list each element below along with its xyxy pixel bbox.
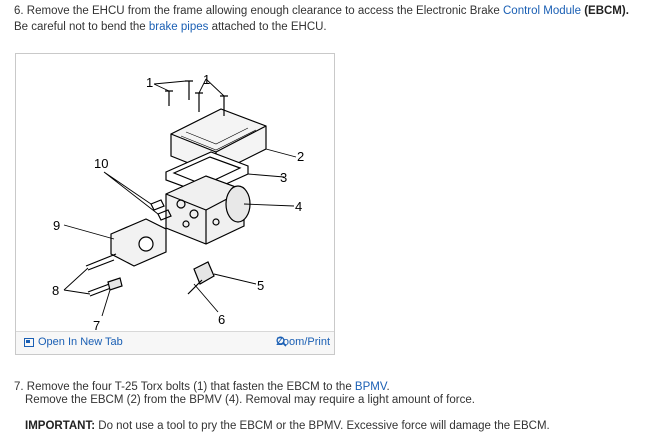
step-6-paragraph: 6. Remove the EHCU from the frame allowi… [14, 3, 644, 35]
callout-1b: 1 [203, 72, 210, 87]
step-7-text-a: 7. Remove the four T-25 Torx bolts (1) t… [14, 381, 355, 393]
step-7-text-b: . [386, 381, 390, 393]
callout-10: 10 [94, 156, 108, 171]
open-in-new-tab-link[interactable]: Open In New Tab [24, 336, 123, 348]
figure-toolbar: Open In New Tab Zoom/Print [16, 331, 334, 354]
callout-6: 6 [218, 312, 225, 327]
step-6-text-d: attached to the EHCU. [208, 21, 327, 33]
ebcm-bold: (EBCM). [584, 5, 629, 17]
callout-7: 7 [93, 318, 100, 333]
callout-9: 9 [53, 218, 60, 233]
callout-5: 5 [257, 278, 264, 293]
callout-3: 3 [280, 170, 287, 185]
new-tab-icon [24, 337, 34, 347]
important-label: IMPORTANT: [25, 420, 96, 432]
zoom-print-label: Zoom/Print [276, 336, 330, 348]
step-6-text-a: 6. Remove the EHCU from the frame allowi… [14, 5, 503, 17]
brake-pipes-link[interactable]: brake pipes [148, 21, 209, 33]
bpmv-link[interactable]: BPMV [354, 381, 387, 393]
important-text: Do not use a tool to pry the EBCM or the… [95, 420, 550, 432]
callout-1a: 1 [146, 75, 153, 90]
zoom-print-link[interactable]: Zoom/Print [276, 336, 330, 348]
diagram-figure: 1 1 2 3 4 5 6 7 8 9 10 Open In New Tab Z… [15, 53, 335, 355]
ehcu-exploded-diagram: 1 1 2 3 4 5 6 7 8 9 10 [52, 72, 304, 333]
callout-8: 8 [52, 283, 59, 298]
callout-4: 4 [295, 199, 302, 214]
magnifier-icon [276, 336, 287, 347]
open-in-new-tab-label: Open In New Tab [38, 336, 123, 348]
step-6-text-c: Be careful not to bend the [14, 21, 149, 33]
important-note: IMPORTANT: Do not use a tool to pry the … [25, 420, 550, 432]
step-7-paragraph: 7. Remove the four T-25 Torx bolts (1) t… [14, 380, 644, 394]
control-module-link[interactable]: Control Module [503, 5, 581, 17]
step-7-line-2: Remove the EBCM (2) from the BPMV (4). R… [25, 394, 475, 406]
callout-2: 2 [297, 149, 304, 164]
